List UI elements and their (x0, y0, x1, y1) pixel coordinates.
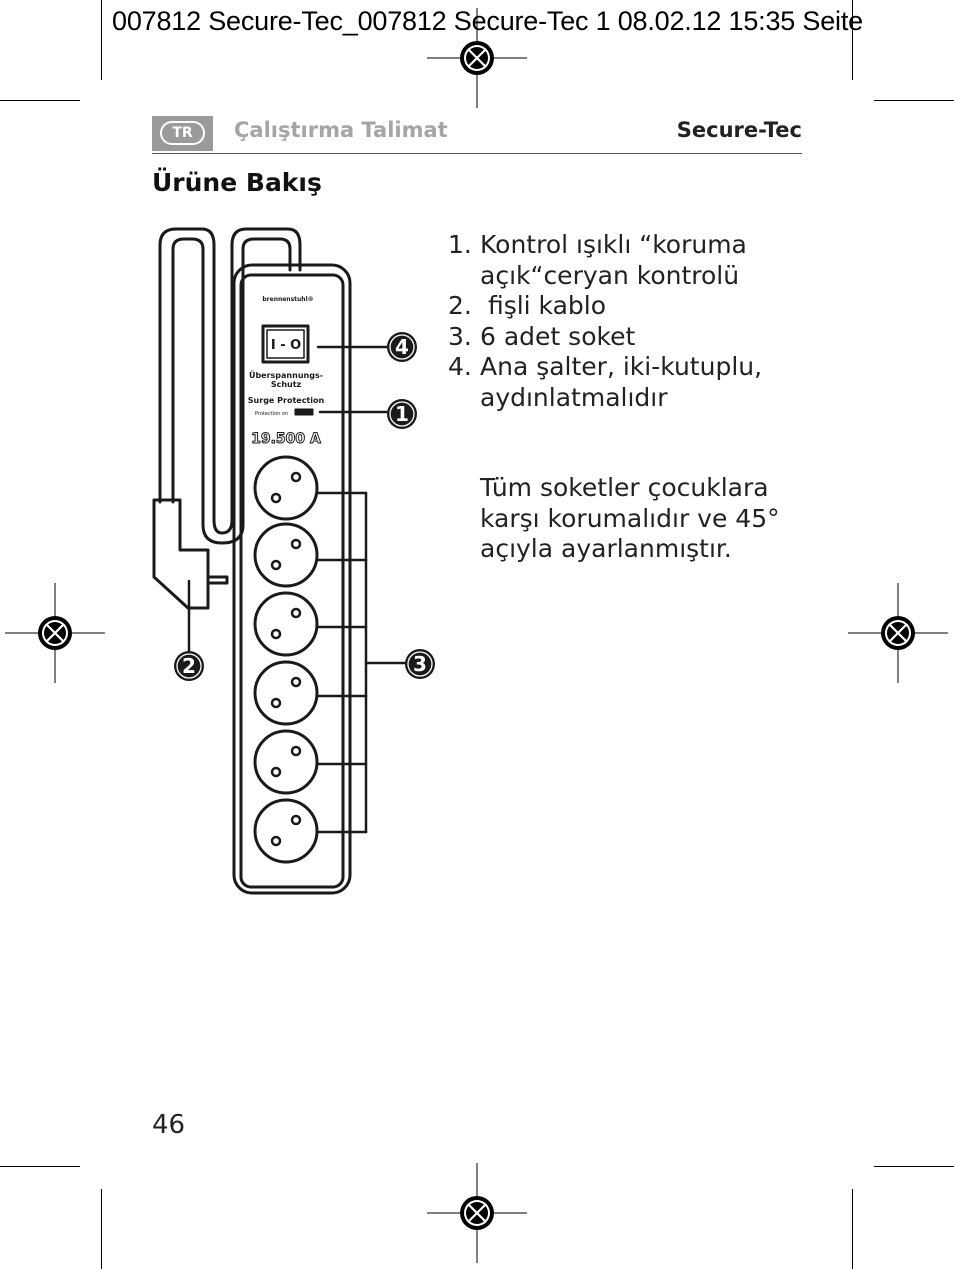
sockets (253, 455, 319, 864)
print-slug-line: 007812 Secure-Tec_007812 Secure-Tec 1 08… (112, 6, 863, 36)
callout-1-number: 1 (395, 402, 409, 426)
language-code: TR (160, 121, 205, 145)
plug-body (152, 498, 210, 610)
callout-3-number: 3 (413, 652, 427, 676)
list-item-text: Ana şalter, iki-kutuplu, aydınlatmalıdır (480, 352, 763, 412)
rating-label: 19.500 A (251, 431, 321, 447)
header-title: Çalıştırma Talimat (234, 118, 448, 142)
plug-pin (206, 575, 229, 585)
label-surge-de-1: Überspannungs- (249, 370, 323, 380)
label-surge-de-2: Schutz (271, 380, 302, 389)
led-label: Protection on (255, 411, 288, 417)
crop-mark-top-left-vertical (101, 0, 102, 80)
list-item-text: Kontrol ışıklı “koruma açık“ceryan kontr… (480, 230, 747, 290)
label-surge-en: Surge Protection (248, 396, 325, 405)
protection-led (294, 408, 314, 416)
callout-1-badge (387, 399, 417, 429)
socket (253, 798, 319, 864)
list-item: 3. 6 adet soket (448, 322, 808, 353)
list-item-number: 2. (448, 291, 472, 320)
registration-mark-right-icon (848, 583, 948, 683)
callout-4-number: 4 (395, 335, 409, 359)
list-item-text: fişli kablo (480, 291, 607, 320)
list-item-number: 1. (448, 230, 472, 259)
list-item: 4. Ana şalter, iki-kutuplu, aydınlatmalı… (448, 352, 808, 413)
crop-mark-bottom-left-vertical (101, 1189, 102, 1269)
power-strip-outer (232, 263, 352, 895)
callout-4-badge (387, 332, 417, 362)
safety-note: Tüm soketler çocuklara karşı korumalıdır… (480, 473, 780, 563)
callout-3-bracket (315, 491, 407, 834)
callout-2-badge (174, 651, 204, 681)
registration-mark-top-icon (427, 8, 527, 108)
list-item: 2. fişli kablo (448, 291, 808, 322)
registration-mark-bottom-icon (427, 1163, 527, 1263)
language-badge: TR (152, 116, 213, 151)
socket (253, 455, 319, 521)
socket (253, 660, 319, 726)
component-list: 1. Kontrol ışıklı “koruma açık“ceryan ko… (448, 230, 808, 413)
socket (253, 591, 319, 657)
main-switch (261, 324, 310, 364)
crop-mark-top-left-horizontal (0, 100, 80, 101)
crop-mark-top-right-horizontal (874, 100, 954, 101)
list-item-text: 6 adet soket (480, 321, 636, 351)
socket (253, 522, 319, 588)
header-brand: Secure-Tec (676, 118, 802, 142)
cord-outer-line (158, 227, 302, 535)
list-item: 1. Kontrol ışıklı “koruma açık“ceryan ko… (448, 230, 808, 291)
page-number: 46 (152, 1110, 186, 1140)
cord-inner-line (171, 237, 292, 545)
main-switch-rocker (266, 329, 305, 359)
brand-logo: brennenstuhl® (262, 296, 313, 303)
socket (253, 729, 319, 795)
list-item-number: 4. (448, 352, 472, 381)
power-strip-inner (239, 273, 345, 889)
section-title: Ürüne Bakış (152, 168, 322, 197)
crop-mark-bottom-right-vertical (852, 1189, 853, 1269)
crop-mark-top-right-vertical (852, 0, 853, 80)
crop-mark-bottom-right-horizontal (874, 1166, 954, 1167)
list-item-number: 3. (448, 321, 472, 351)
callout-3-badge (405, 649, 435, 679)
registration-mark-left-icon (5, 583, 105, 683)
callout-2-number: 2 (182, 654, 196, 678)
product-overview-diagram: brennenstuhl® I - O Überspannungs- Schut… (152, 227, 435, 895)
running-header: TR Çalıştırma Talimat Secure-Tec (152, 116, 802, 154)
switch-symbol: I - O (271, 338, 301, 353)
crop-mark-bottom-left-horizontal (0, 1166, 80, 1167)
